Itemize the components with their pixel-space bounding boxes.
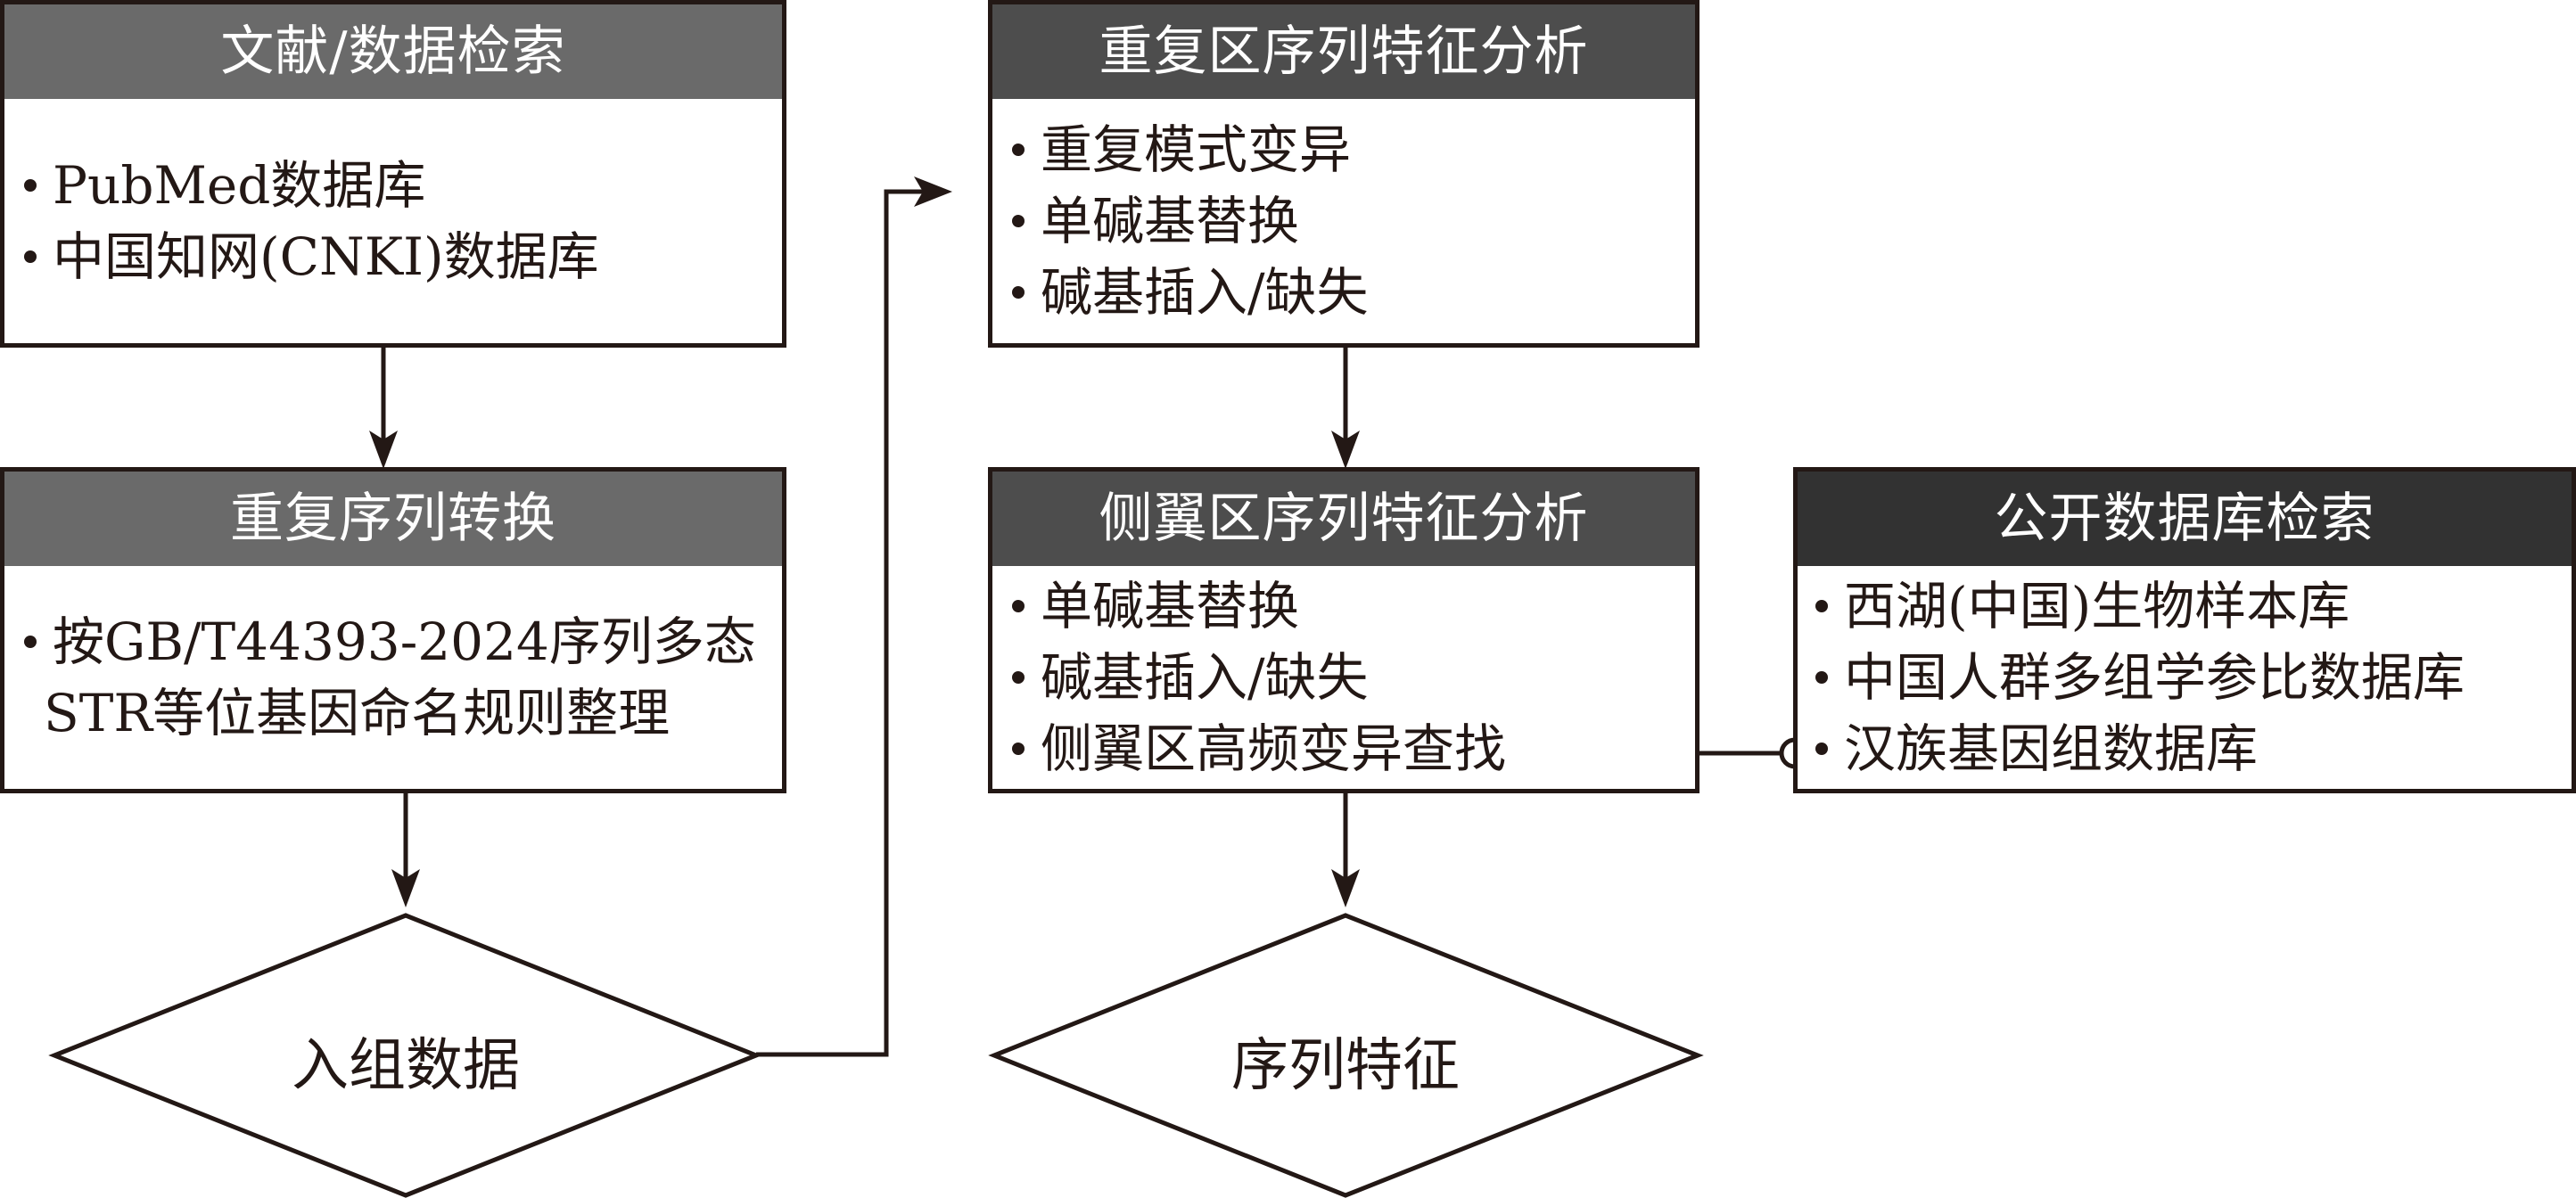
diamond-sequence-features: [988, 913, 1704, 1198]
arrowhead: [1331, 431, 1360, 469]
bullet-icon: [1012, 600, 1025, 612]
list-item: 单碱基替换: [1012, 185, 1675, 257]
list-item-continuation: STR等位基因命名规则整理: [44, 683, 671, 743]
node-public-db-search: 公开数据库检索 西湖(中国)生物样本库 中国人群多组学参比数据库 汉族基因组数据…: [1793, 467, 2576, 793]
diamond-label-enrolled-data: 入组数据: [292, 1033, 520, 1099]
bullet-icon: [1012, 144, 1025, 156]
node-literature-search: 文献/数据检索 PubMed数据库 中国知网(CNKI)数据库: [0, 0, 786, 348]
list-item: 中国人群多组学参比数据库: [1815, 642, 2552, 713]
node-title: 公开数据库检索: [1798, 472, 2572, 566]
arrowhead: [1331, 869, 1360, 907]
bullet-icon: [1012, 671, 1025, 684]
arrow-enrolled-to-repeat-analysis: [756, 189, 945, 1057]
arrowhead: [391, 869, 420, 907]
bullet-icon: [1815, 671, 1828, 684]
arrowhead: [369, 431, 398, 469]
list-item: 碱基插入/缺失: [1012, 642, 1675, 713]
list-item: 重复模式变异: [1012, 114, 1675, 185]
list-item: 单碱基替换: [1012, 570, 1675, 642]
bullet-icon: [24, 179, 37, 192]
list-item: 汉族基因组数据库: [1815, 713, 2552, 784]
bullet-icon: [24, 636, 37, 648]
node-title: 文献/数据检索: [4, 4, 782, 99]
list-item: 碱基插入/缺失: [1012, 257, 1675, 328]
bullet-icon: [1012, 286, 1025, 299]
bullet-icon: [1012, 743, 1025, 755]
node-title: 侧翼区序列特征分析: [992, 472, 1695, 566]
node-repeat-region-analysis: 重复区序列特征分析 重复模式变异 单碱基替换 碱基插入/缺失: [988, 0, 1700, 348]
list-item: 中国知网(CNKI)数据库: [24, 221, 762, 292]
list-item: PubMed数据库: [24, 150, 762, 221]
diamond-label-sequence-features: 序列特征: [1231, 1033, 1460, 1099]
bullet-icon: [1815, 600, 1828, 612]
node-repeat-conversion: 重复序列转换 按GB/T44393-2024序列多态 STR等位基因命名规则整理: [0, 467, 786, 793]
bullet-icon: [1012, 215, 1025, 227]
bullet-icon: [1815, 743, 1828, 755]
list-item: 西湖(中国)生物样本库: [1815, 570, 2552, 642]
list-item: 按GB/T44393-2024序列多态: [24, 606, 762, 677]
bullet-icon: [24, 250, 37, 263]
node-title: 重复序列转换: [4, 472, 782, 566]
node-flanking-region-analysis: 侧翼区序列特征分析 单碱基替换 碱基插入/缺失 侧翼区高频变异查找: [988, 467, 1700, 793]
arrowhead: [914, 176, 952, 207]
list-item: 侧翼区高频变异查找: [1012, 713, 1675, 784]
node-title: 重复区序列特征分析: [992, 4, 1695, 99]
diamond-enrolled-data: [48, 913, 762, 1198]
